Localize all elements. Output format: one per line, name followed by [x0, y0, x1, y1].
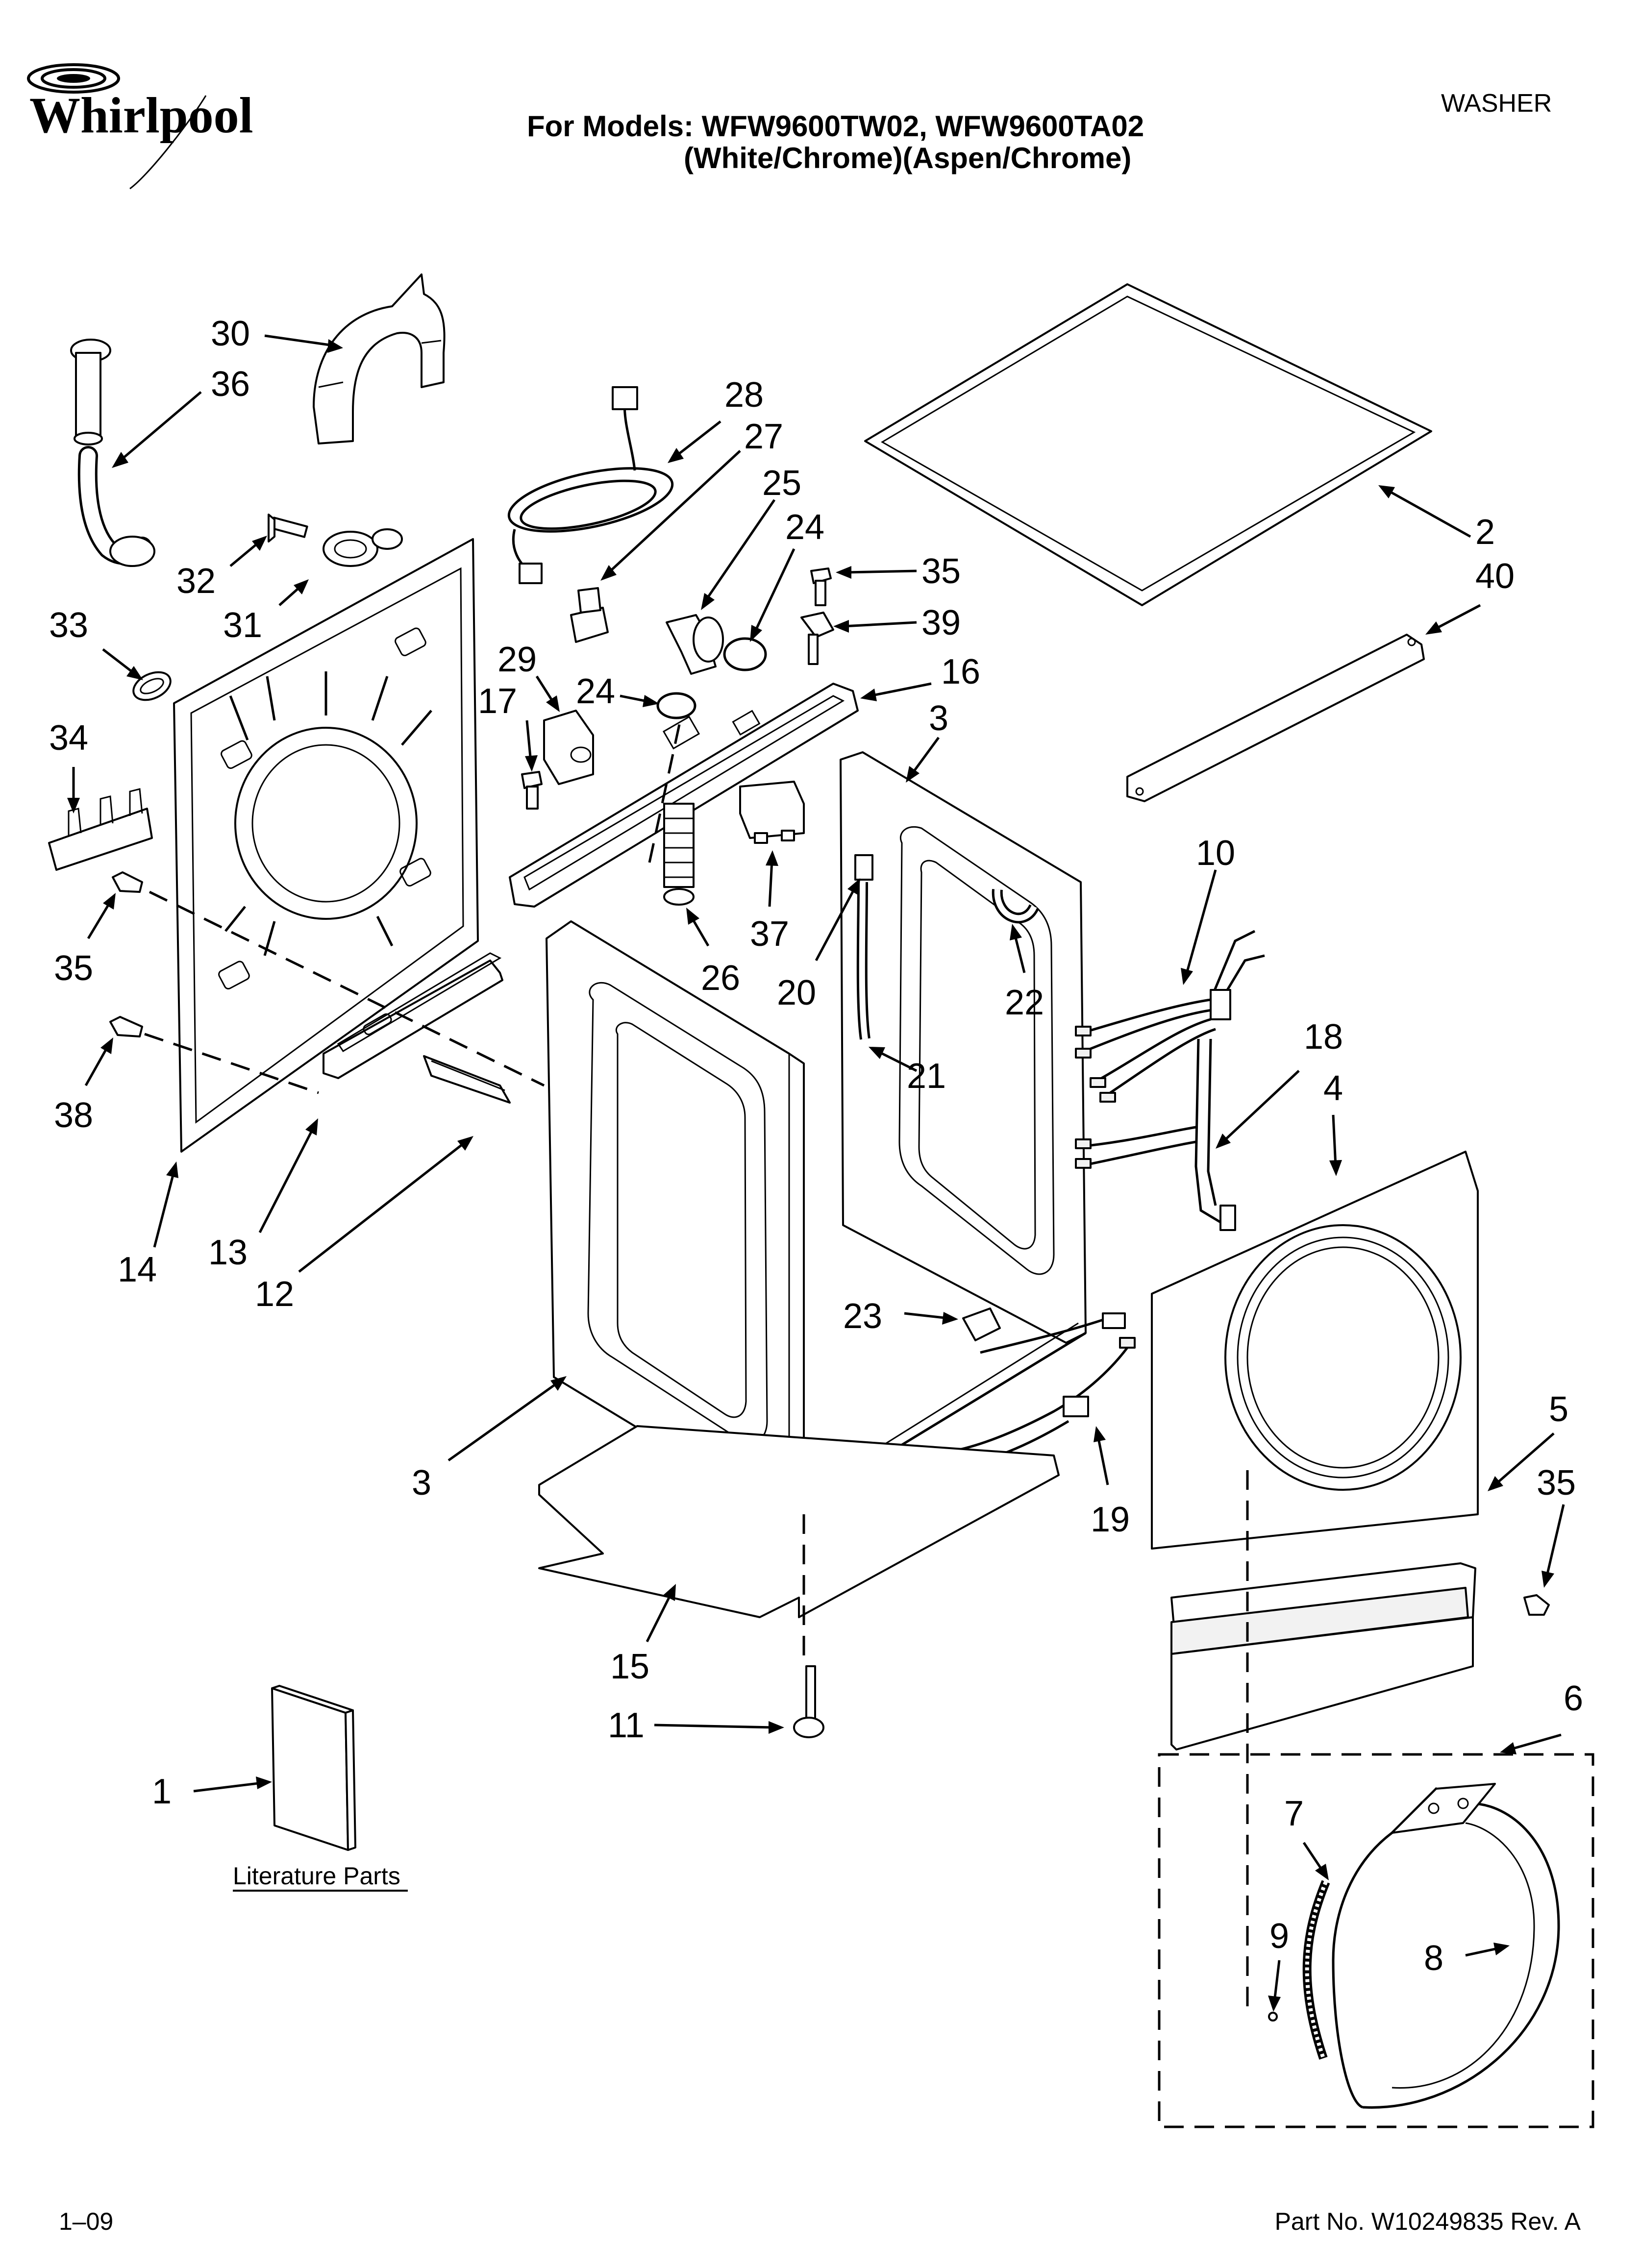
- models-colors: (White/Chrome)(Aspen/Chrome): [684, 142, 1131, 174]
- callout-8: 8: [1424, 1939, 1443, 1978]
- part-25-elbow: [666, 614, 724, 675]
- part-37-water-valve: [739, 781, 805, 844]
- callout-17: 17: [478, 682, 517, 721]
- callout-14: 14: [118, 1250, 157, 1289]
- part-4-front-panel: [1151, 1151, 1479, 1550]
- callout-36: 36: [211, 365, 250, 404]
- callout-35-right: 35: [1537, 1463, 1576, 1503]
- part-17-screw: [521, 771, 543, 810]
- callout-2: 2: [1475, 513, 1495, 552]
- part-number: Part No. W10249835 Rev. A: [1275, 2208, 1581, 2235]
- part-16-top-rail: [509, 683, 859, 908]
- part-9-screw: [1268, 2012, 1278, 2021]
- part-23-clip: [962, 1307, 1001, 1341]
- part-26-inlet-hose: [663, 803, 695, 906]
- callout-18: 18: [1304, 1017, 1343, 1057]
- part-6-group-outline: [1158, 1753, 1594, 2128]
- part-35-screw-top: [810, 567, 832, 606]
- part-18-harness: [1075, 1038, 1236, 1231]
- part-32-screw: [268, 514, 308, 542]
- callout-22: 22: [1005, 983, 1044, 1022]
- callout-29: 29: [497, 640, 537, 679]
- appliance-type: WASHER: [1441, 89, 1552, 118]
- callout-11: 11: [608, 1706, 645, 1745]
- part-29-bracket: [543, 710, 594, 785]
- callout-24-top: 24: [785, 508, 824, 547]
- brand-logo-text: Whirlpool: [29, 87, 253, 144]
- models-title: For Models: WFW9600TW02, WFW9600TA02: [527, 110, 1144, 143]
- part-28-power-cord: [507, 386, 674, 584]
- part-20-connector: [854, 854, 873, 881]
- callout-30: 30: [211, 314, 250, 353]
- part-33-plug: [132, 671, 172, 701]
- callout-20: 20: [777, 973, 816, 1012]
- callout-19: 19: [1091, 1500, 1130, 1539]
- callout-numbers: 30 36 28 27 25 24 35 39 2 40 32 31 33 29…: [49, 314, 1583, 1978]
- part-40-brace: [1126, 634, 1425, 802]
- callout-7: 7: [1284, 1794, 1304, 1833]
- part-10-wire-harness: [1075, 930, 1265, 1103]
- part-13-rail: [323, 952, 503, 1079]
- part-31-hose-clamp: [323, 528, 403, 567]
- assembly-dashed-lines: [144, 715, 1249, 2014]
- callout-10: 10: [1196, 834, 1235, 873]
- callout-5: 5: [1549, 1390, 1568, 1429]
- callout-40: 40: [1475, 557, 1515, 596]
- callout-35-left: 35: [54, 949, 93, 988]
- callout-9: 9: [1269, 1917, 1289, 1956]
- callout-37: 37: [750, 914, 789, 954]
- callout-28: 28: [724, 375, 764, 415]
- callout-4: 4: [1323, 1069, 1343, 1108]
- callout-39: 39: [921, 603, 961, 642]
- part-34-bracket: [48, 788, 153, 871]
- callout-38: 38: [54, 1096, 93, 1135]
- part-3-side-panel-left: [546, 920, 805, 1518]
- callout-27: 27: [744, 417, 783, 456]
- callout-31: 31: [223, 606, 262, 645]
- callout-26: 26: [701, 959, 740, 998]
- part-14-rear-panel: [173, 538, 479, 1153]
- part-36-drain-hose: [70, 339, 155, 567]
- callout-32: 32: [176, 562, 216, 601]
- part-15-base: [538, 1425, 1060, 1618]
- part-35-screw-right: [1523, 1594, 1550, 1616]
- callout-6: 6: [1564, 1679, 1583, 1718]
- callout-23: 23: [843, 1297, 882, 1336]
- part-27-cord-clamp: [570, 587, 609, 643]
- part-7-spring: [1302, 1880, 1330, 2060]
- callout-35-top: 35: [921, 552, 961, 591]
- callout-leaders: [67, 334, 1565, 2012]
- callout-25: 25: [762, 464, 801, 503]
- part-22-hose-clip: [992, 889, 1040, 924]
- callout-3-top: 3: [929, 699, 948, 738]
- part-24-hose-clamp-lower: [656, 692, 696, 719]
- part-24-hose-clamp-top: [723, 637, 767, 671]
- callout-12: 12: [255, 1275, 294, 1314]
- literature-parts-caption: Literature Parts: [233, 1862, 400, 1890]
- callout-21: 21: [907, 1057, 946, 1096]
- callout-15: 15: [610, 1647, 649, 1686]
- part-35-screw-left: [112, 871, 143, 893]
- part-38-screw: [109, 1016, 143, 1037]
- part-8-bellows: [1332, 1783, 1560, 2109]
- part-21-harness: [856, 882, 870, 1040]
- callout-33: 33: [49, 606, 88, 645]
- part-2-top-cover: [864, 283, 1432, 606]
- part-5-toe-panel: [1170, 1562, 1476, 1750]
- part-1-literature: [271, 1685, 356, 1851]
- callout-34: 34: [49, 718, 88, 758]
- whirlpool-logo: Whirlpool: [27, 63, 253, 190]
- part-39-lid-switch: [800, 612, 834, 665]
- part-12-heater: [423, 1055, 511, 1104]
- callout-24-lower: 24: [576, 672, 615, 711]
- callout-13: 13: [208, 1233, 248, 1272]
- part-11-leveling-leg: [793, 1665, 824, 1738]
- callout-16: 16: [941, 652, 980, 691]
- callout-3-lower: 3: [412, 1463, 431, 1503]
- date-code: 1–09: [59, 2208, 113, 2235]
- part-30-hose-guide: [313, 273, 446, 444]
- callout-1: 1: [152, 1772, 172, 1811]
